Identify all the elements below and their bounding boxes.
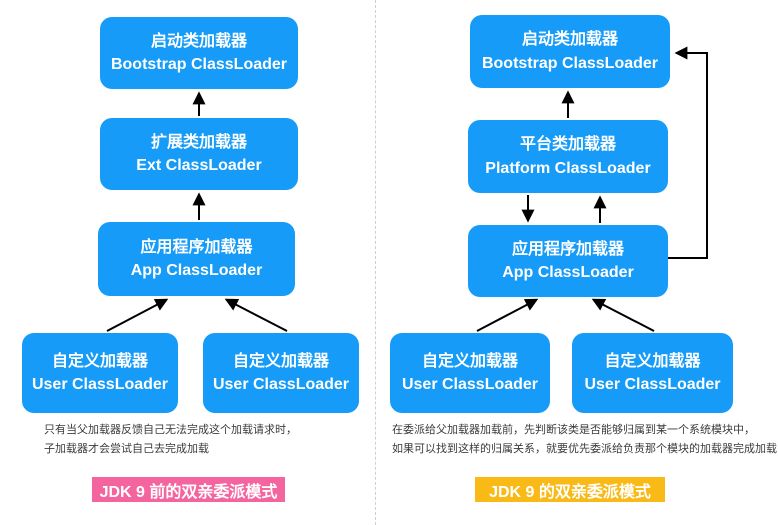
caption-right-line1: 在委派给父加载器加载前，先判断该类是否能够归属到某一个系统模块中， <box>392 424 755 436</box>
node-app-classloader-left: 应用程序加载器 App ClassLoader <box>98 222 295 296</box>
caption-left: 只有当父加载器反馈自己无法完成这个加载请求时， 子加载器才会尝试自己去完成加载 <box>44 421 297 459</box>
node-label-zh: 平台类加载器 <box>519 136 616 154</box>
label-jdk9: JDK 9 的双亲委派模式 <box>475 477 665 502</box>
node-label-en: User ClassLoader <box>401 376 539 393</box>
node-label-zh: 自定义加载器 <box>232 352 329 370</box>
panel-divider <box>375 0 376 525</box>
arrow-user-right-to-app-right-panel <box>591 298 655 332</box>
node-bootstrap-classloader-right: 启动类加载器 Bootstrap ClassLoader <box>470 15 670 88</box>
arrow-user-left-to-app-right-panel <box>476 298 539 332</box>
caption-left-line2: 子加载器才会尝试自己去完成加载 <box>44 443 209 455</box>
arrow-user-right-to-app <box>224 298 288 332</box>
node-label-en: Bootstrap ClassLoader <box>481 54 659 72</box>
arrow-app-bypass-to-bootstrap <box>668 46 708 259</box>
node-label-en: User ClassLoader <box>584 376 721 393</box>
node-user-classloader-left-2: 自定义加载器 User ClassLoader <box>203 333 359 413</box>
node-ext-classloader: 扩展类加载器 Ext ClassLoader <box>100 118 298 190</box>
node-bootstrap-classloader-left: 启动类加载器 Bootstrap ClassLoader <box>100 17 298 89</box>
node-label-en: App ClassLoader <box>130 262 263 279</box>
node-label-zh: 自定义加载器 <box>604 352 701 370</box>
node-label-en: Bootstrap ClassLoader <box>110 56 288 73</box>
node-label-en: Ext ClassLoader <box>136 157 262 174</box>
arrow-user-left-to-app <box>106 298 169 332</box>
node-platform-classloader: 平台类加载器 Platform ClassLoader <box>468 120 668 193</box>
node-label-en: App ClassLoader <box>502 264 634 281</box>
node-app-classloader-right: 应用程序加载器 App ClassLoader <box>468 225 668 297</box>
node-label-en: Platform ClassLoader <box>485 159 651 177</box>
node-label-zh: 自定义加载器 <box>51 352 148 370</box>
node-label-zh: 应用程序加载器 <box>140 238 253 256</box>
node-label-zh: 自定义加载器 <box>421 352 518 370</box>
node-user-classloader-right-2: 自定义加载器 User ClassLoader <box>572 333 733 413</box>
caption-right: 在委派给父加载器加载前，先判断该类是否能够归属到某一个系统模块中， 如果可以找到… <box>392 421 777 459</box>
node-user-classloader-right-1: 自定义加载器 User ClassLoader <box>390 333 550 413</box>
node-label-zh: 启动类加载器 <box>521 31 618 49</box>
node-label-zh: 扩展类加载器 <box>150 133 247 151</box>
node-user-classloader-left-1: 自定义加载器 User ClassLoader <box>22 333 178 413</box>
label-jdk9-before: JDK 9 前的双亲委派模式 <box>92 477 285 502</box>
caption-left-line1: 只有当父加载器反馈自己无法完成这个加载请求时， <box>44 424 297 436</box>
node-label-zh: 应用程序加载器 <box>511 240 624 258</box>
node-label-en: User ClassLoader <box>31 376 169 393</box>
node-label-en: User ClassLoader <box>212 376 350 393</box>
caption-right-line2: 如果可以找到这样的归属关系，就要优先委派给负责那个模块的加载器完成加载 <box>392 443 777 455</box>
node-label-zh: 启动类加载器 <box>150 32 247 50</box>
